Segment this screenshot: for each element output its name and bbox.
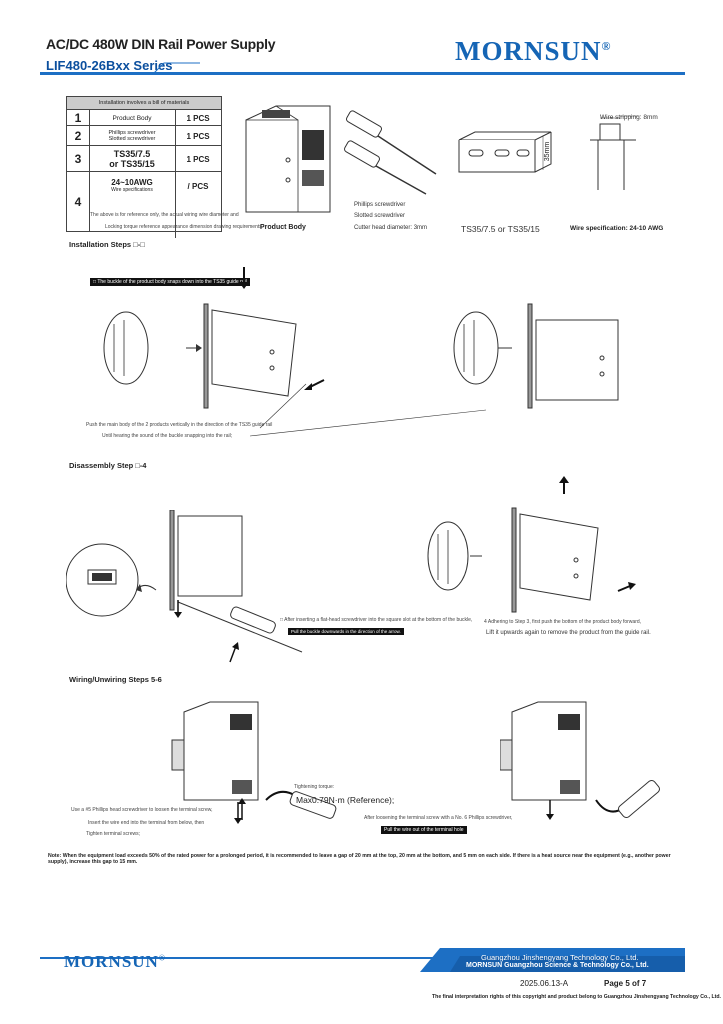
wiring-title: Wiring/Unwiring Steps 5-6 [69,675,162,684]
wiring-5-text-3: Tighten terminal screws; [86,831,140,837]
rail-label: TS35/7.5 or TS35/15 [461,224,540,234]
install-push-text-2: Until hearing the sound of the buckle sn… [102,433,233,439]
footer-band [40,948,685,972]
disassembly-title: Disassembly Step □-4 [69,461,147,470]
screwdrivers-drawing [344,110,437,195]
up-arrow-icon [559,476,569,494]
down-arrow-icon [239,267,249,289]
leader-lines [249,383,487,437]
bom-row-1: 1 Product Body 1 PCS [67,109,221,126]
footer-logo: MORNSUN® [64,952,166,971]
wiring-left-drawing [171,701,337,824]
disassembly-4-text-2: Lift it upwards again to remove the prod… [486,630,651,636]
forward-arrow-icon [617,582,636,592]
install-banner: □ The buckle of the product body snaps d… [90,278,250,286]
document-title: AC/DC 480W DIN Rail Power Supply [46,36,276,52]
rail-dimension: 35mm [544,141,552,162]
series-tab-shape [151,62,200,75]
wiring-6-text-2: Pull the wire out of the terminal hole [381,826,467,834]
up-right-arrow-icon [229,642,239,663]
thermal-note: Note: When the equipment load exceeds 50… [48,853,671,865]
series-name: LIF480-26Bxx Series [46,58,173,73]
disassembly-3-text-1: □ After inserting a flat-head screwdrive… [280,617,473,623]
footer-page-number: Page 5 of 7 [604,979,647,988]
footer-company-cn: Guangzhou Jinshengyang Technology Co., L… [481,953,639,962]
cutter-label: Cutter head diameter: 3mm [354,225,428,231]
disassembly-left-drawing [66,510,303,653]
phillips-label: Phillips screwdriver [354,202,406,208]
product-body-drawing [245,105,331,213]
disassembly-4-text-1: 4 Adhering to Step 3, first push the bot… [484,619,642,625]
header-logo: MORNSUN® [455,36,612,66]
bom-note-1: The above is for reference only, the act… [90,212,239,218]
installation-title: Installation Steps □-□ [69,240,145,249]
torque-value: Max0.79N·m (Reference); [296,795,395,805]
wiring-6-text-1: After loosening the terminal screw with … [364,815,513,821]
din-rail-drawing [458,131,552,173]
bom-heading: Installation involves a bill of material… [67,97,221,109]
wiring-5-text-1: Use a #5 Phillips head screwdriver to lo… [71,807,213,813]
footer-rights: The final interpretation rights of this … [432,994,721,1000]
wire-strip-label: Wire stripping: 8mm [600,114,658,121]
wiring-5-text-2: Insert the wire end into the terminal fr… [88,820,205,826]
wiring-right-drawing [500,701,660,820]
bom-table: Installation involves a bill of material… [66,96,222,238]
install-push-text-1: Push the main body of the 2 products ver… [86,422,273,428]
bom-note-2: Locking torque reference appearance dime… [105,224,262,230]
install-left-drawing [103,303,297,409]
disassembly-3-text-2: Pull the buckle downwards in the directi… [288,628,404,635]
push-arrow-icon [304,379,325,390]
install-right-drawing [453,303,619,409]
footer-company-en: MORNSUN Guangzhou Science & Technology C… [466,962,649,969]
wire-spec-label: Wire specification: 24-10 AWG [570,225,664,232]
disassembly-right-drawing [427,507,599,613]
torque-label: Tightening torque: [294,784,335,790]
footer-date: 2025.06.13-A [520,979,569,988]
header-rule [40,72,685,75]
slotted-label: Slotted screwdriver [354,213,406,219]
product-body-label: Product Body [260,224,306,231]
wire-strip-drawing [590,115,638,190]
